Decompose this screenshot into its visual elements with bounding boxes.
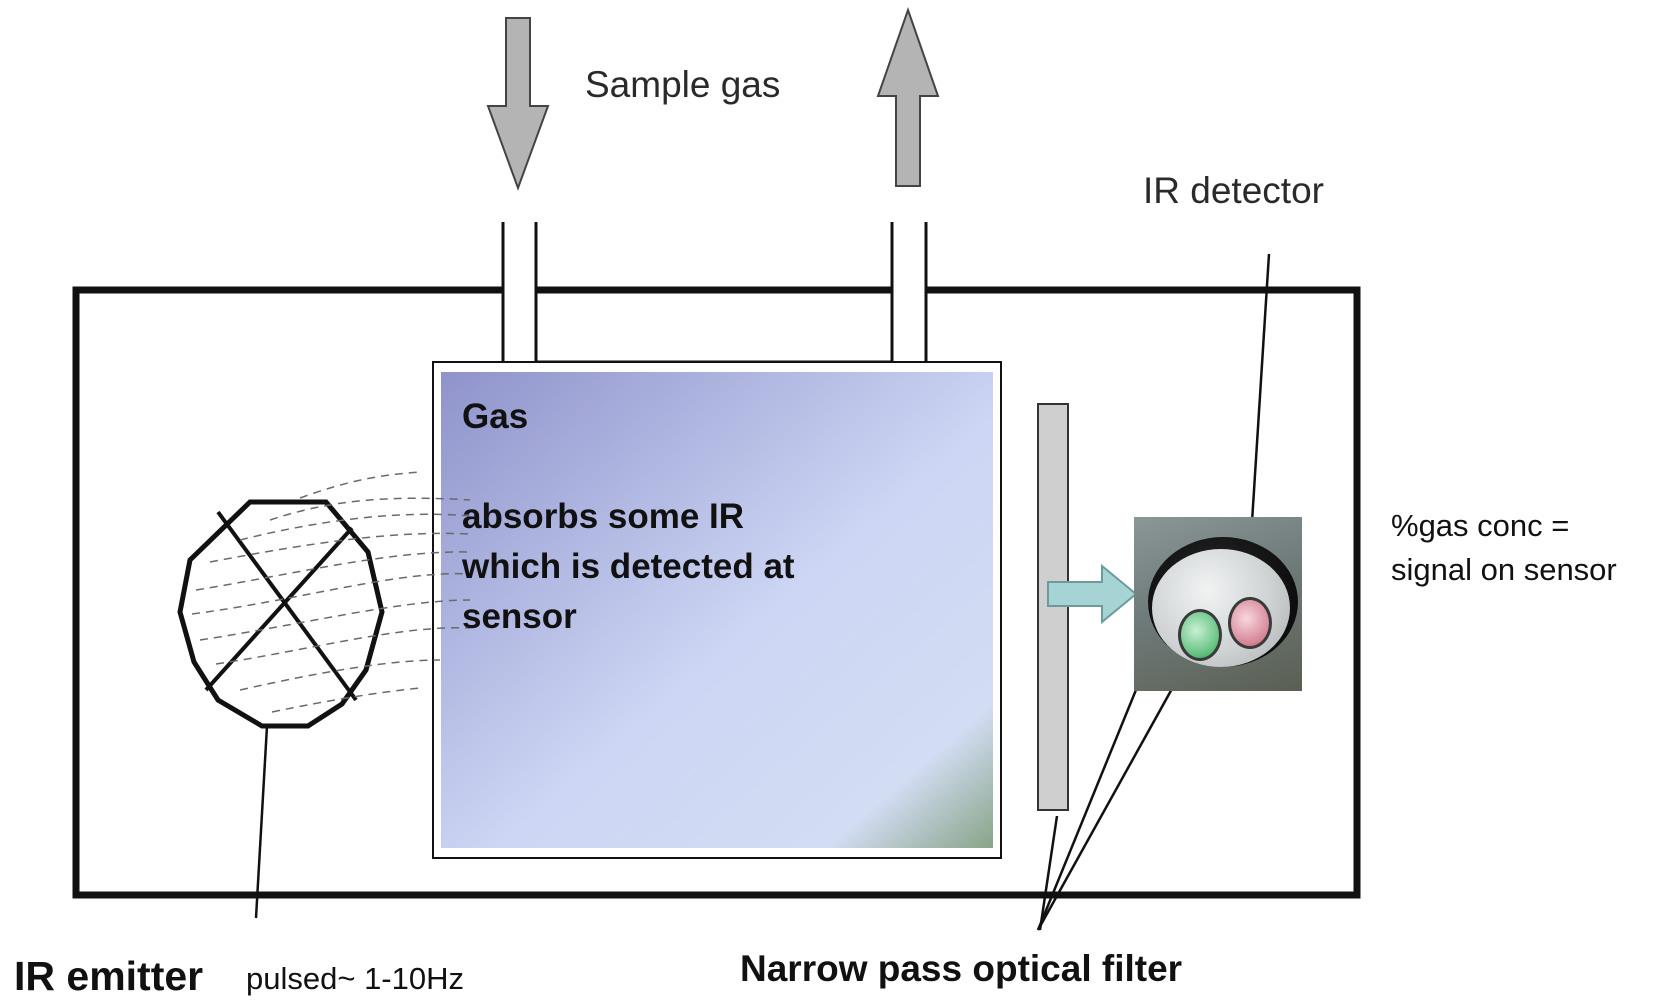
ir-emitter-note: pulsed~ 1-10Hz <box>246 961 464 996</box>
detector-window-reference <box>1178 609 1222 661</box>
detector-window-active <box>1228 597 1272 649</box>
ir-emitter-label: IR emitter <box>14 953 204 999</box>
gas-conc-line-1: %gas conc = <box>1391 508 1570 543</box>
ir-rays <box>191 471 471 713</box>
gas-desc-line-2: which is detected at <box>462 547 795 586</box>
gas-chamber <box>441 372 993 848</box>
gas-inlet-arrow-icon <box>486 17 550 191</box>
gas-conc-line-2: signal on sensor <box>1391 552 1617 587</box>
gas-outlet-arrow-icon <box>876 6 940 187</box>
gas-concentration-note: %gas conc = signal on sensor <box>1391 504 1617 592</box>
ir-detector-photo <box>1134 517 1302 691</box>
filter-label: Narrow pass optical filter <box>740 948 1183 989</box>
sample-gas-label: Sample gas <box>585 64 781 105</box>
sensor-housing <box>72 286 1361 899</box>
gas-title: Gas <box>462 397 529 436</box>
gas-desc-line-3: sensor <box>462 597 577 636</box>
signal-arrow-icon <box>1047 563 1138 625</box>
ir-detector-label: IR detector <box>1143 170 1324 211</box>
gas-description: Gas absorbs some IR which is detected at… <box>462 392 982 642</box>
ir-lamp-icon <box>177 499 385 729</box>
gas-desc-line-1: absorbs some IR <box>462 497 745 536</box>
